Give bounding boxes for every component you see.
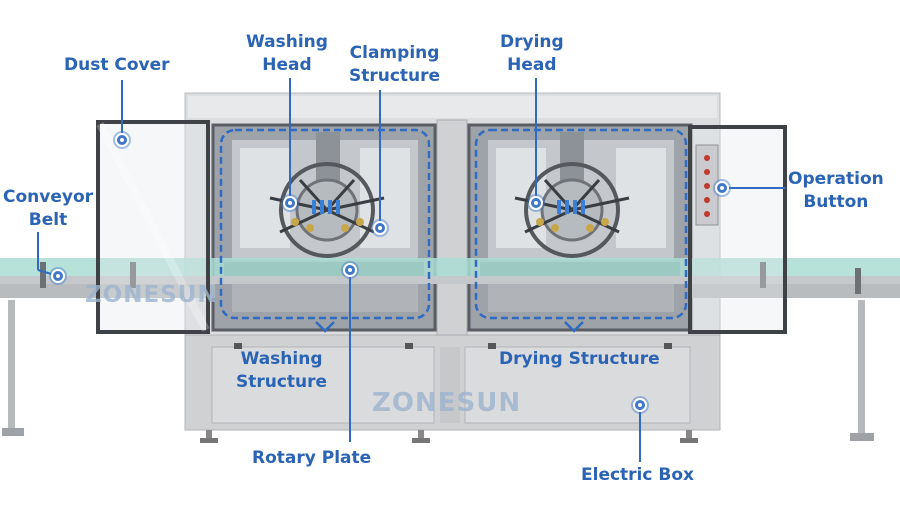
brand-watermark: ZONESUN <box>372 388 522 418</box>
dust-cover-label: Dust Cover <box>64 55 170 75</box>
clamping-structure-marker <box>373 221 387 235</box>
brand-watermark: ZONESUN <box>85 282 218 308</box>
electric-box-marker <box>633 398 647 412</box>
washing-structure-box <box>219 128 431 320</box>
drying-structure-label: Drying Structure <box>499 349 660 369</box>
electric-box-label: Electric Box <box>581 465 694 485</box>
conveyor-belt-marker <box>51 269 65 283</box>
cabinet-panel-right <box>464 346 691 424</box>
conveyor-leg-left <box>8 300 15 430</box>
cabinet-panel-left <box>211 346 435 424</box>
dust-cover-marker <box>115 133 129 147</box>
drying-head-marker <box>529 196 543 210</box>
operation-button-marker <box>715 181 729 195</box>
washing-head-marker <box>283 196 297 210</box>
conveyor-glass <box>0 258 900 280</box>
rotary-plate-label: Rotary Plate <box>252 448 372 468</box>
rotary-plate-marker <box>343 263 357 277</box>
conveyor-leg-right <box>858 300 865 435</box>
dust-cover-left-door <box>96 120 210 334</box>
drying-structure-box <box>474 128 688 320</box>
